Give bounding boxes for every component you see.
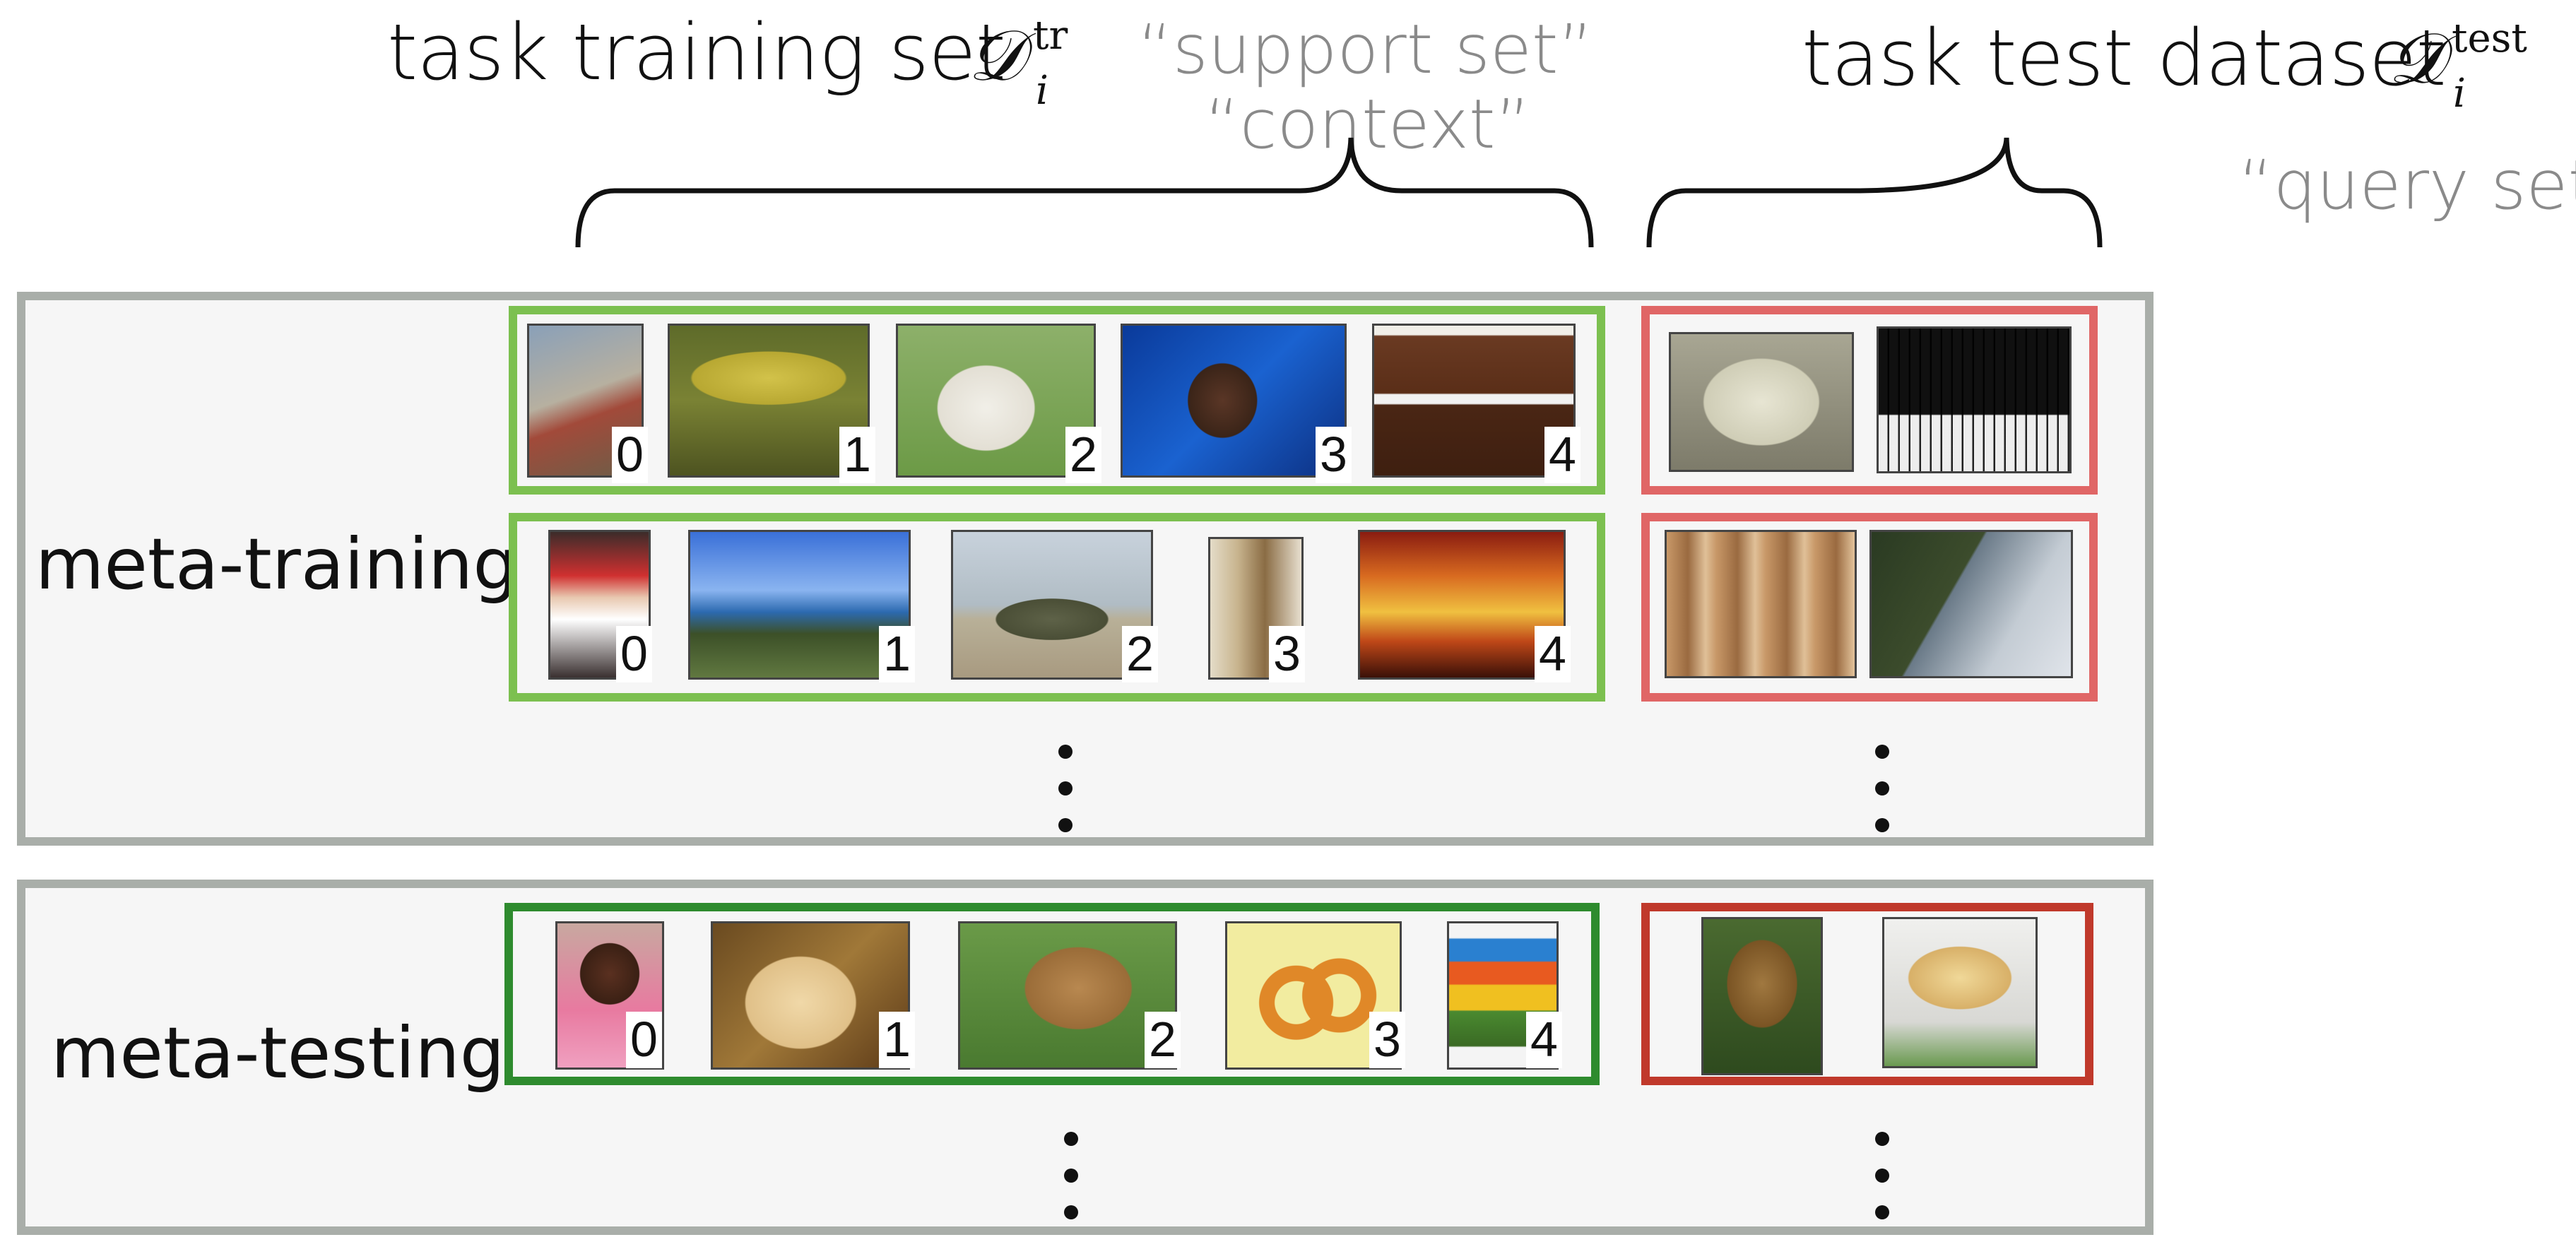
query-set-box <box>1641 513 2098 702</box>
support-label: 1 <box>879 1012 915 1068</box>
mushroom-image <box>668 324 870 478</box>
support-label: 1 <box>839 427 875 483</box>
support-label: 0 <box>626 1012 662 1068</box>
support-set-box <box>504 903 1600 1085</box>
query-set-alias: “query set” <box>2238 146 2576 225</box>
bowl-image <box>1882 917 2038 1068</box>
tank-image <box>951 530 1153 680</box>
train-brace <box>575 137 1594 248</box>
support-label: 0 <box>612 427 648 483</box>
support-label: 1 <box>879 626 915 682</box>
context-alias: “context” <box>1205 85 1531 164</box>
more-test-queries-ellipsis <box>1875 1132 1889 1242</box>
cliff-image <box>688 530 911 680</box>
query-set-box <box>1641 306 2098 495</box>
piano-keys-image <box>1877 326 2072 473</box>
barrels-image <box>1665 530 1857 678</box>
lion-roar-image <box>958 921 1177 1070</box>
meta-testing-label: meta-testing <box>51 1012 505 1094</box>
query-set-box <box>1641 903 2093 1085</box>
support-label: 4 <box>1526 1012 1562 1068</box>
singer-image <box>1121 324 1347 478</box>
gymnast-image <box>548 530 651 680</box>
test-set-symbol: 𝒟 test i <box>2388 16 2527 117</box>
sea-cliffs-image <box>1869 530 2073 678</box>
support-label: 3 <box>1269 626 1305 682</box>
train-set-title: task training set <box>387 7 1006 97</box>
train-set-symbol: 𝒟 tr i <box>968 13 1068 114</box>
more-queries-ellipsis <box>1875 745 1889 855</box>
support-label: 0 <box>616 626 652 682</box>
support-label: 3 <box>1316 427 1352 483</box>
bird-image <box>527 324 644 478</box>
support-label: 3 <box>1369 1012 1405 1068</box>
support-set-box <box>509 513 1605 702</box>
support-label: 4 <box>1535 626 1571 682</box>
carousel-image <box>1358 530 1566 680</box>
test-set-title: task test dataset <box>1802 13 2447 103</box>
shaggy-dog-image <box>1669 332 1854 472</box>
piano-image <box>1372 324 1576 478</box>
support-set-alias: “support set” <box>1138 10 1594 89</box>
support-label: 2 <box>1122 626 1158 682</box>
support-set-box <box>509 306 1605 495</box>
support-label: 4 <box>1544 427 1581 483</box>
lion-image <box>1701 917 1823 1075</box>
meta-training-label: meta-training <box>35 523 518 605</box>
support-label: 2 <box>1065 427 1101 483</box>
more-tasks-ellipsis <box>1058 745 1073 855</box>
support-label: 2 <box>1145 1012 1181 1068</box>
test-brace <box>1646 137 2103 248</box>
golden-dog-image <box>711 921 910 1070</box>
dog-image <box>896 324 1096 478</box>
more-test-tasks-ellipsis <box>1064 1132 1078 1242</box>
